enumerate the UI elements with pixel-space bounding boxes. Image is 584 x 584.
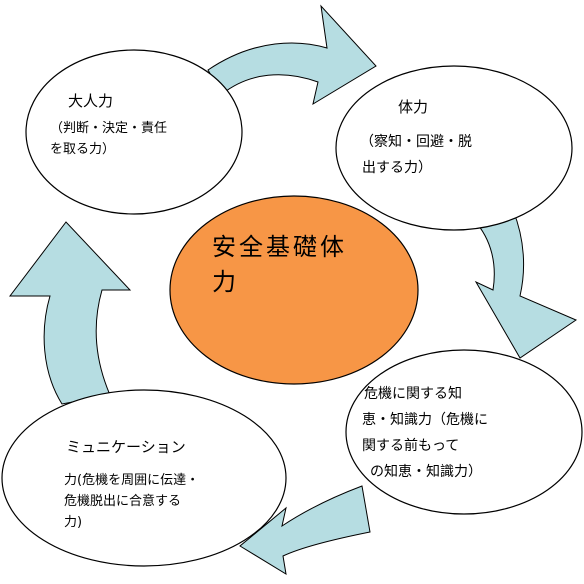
bottom-left-line4: 力) xyxy=(64,515,82,530)
bottom-right-line2: 恵・知識力（危機に xyxy=(362,411,488,428)
top-left-title: 大人力 xyxy=(68,92,113,110)
center-node xyxy=(169,195,419,385)
center-title-line1: 安全基礎体 xyxy=(212,233,347,261)
top-left-line1: （判断・決定・責任 xyxy=(50,121,167,136)
top-right-title: 体力 xyxy=(398,98,428,116)
top-left-line2: を取る力） xyxy=(50,142,115,157)
arrow-left xyxy=(8,221,132,405)
arrow-top xyxy=(207,4,377,106)
top-right-line1: （察知・回避・脱 xyxy=(360,133,472,150)
bottom-left-line2: 力(危機を周囲に伝達・ xyxy=(64,473,199,488)
arrow-right xyxy=(473,209,578,359)
bottom-left-line3: 危機脱出に合意する xyxy=(64,493,181,509)
bottom-left-line1: ミュニケーション xyxy=(66,438,186,456)
bottom-right-line4: の知恵・知識力） xyxy=(370,463,482,480)
bottom-right-line3: 関する前もって xyxy=(362,437,459,454)
top-right-line2: 出する力） xyxy=(362,160,432,176)
center-title-line2: 力 xyxy=(212,268,239,296)
node-top-right xyxy=(335,65,573,231)
bottom-right-line1: 危機に関する知 xyxy=(364,385,462,402)
node-bottom-left xyxy=(1,389,287,567)
node-top-left xyxy=(25,49,243,215)
node-bottom-right xyxy=(345,349,583,515)
arrow-bottom xyxy=(239,485,371,575)
